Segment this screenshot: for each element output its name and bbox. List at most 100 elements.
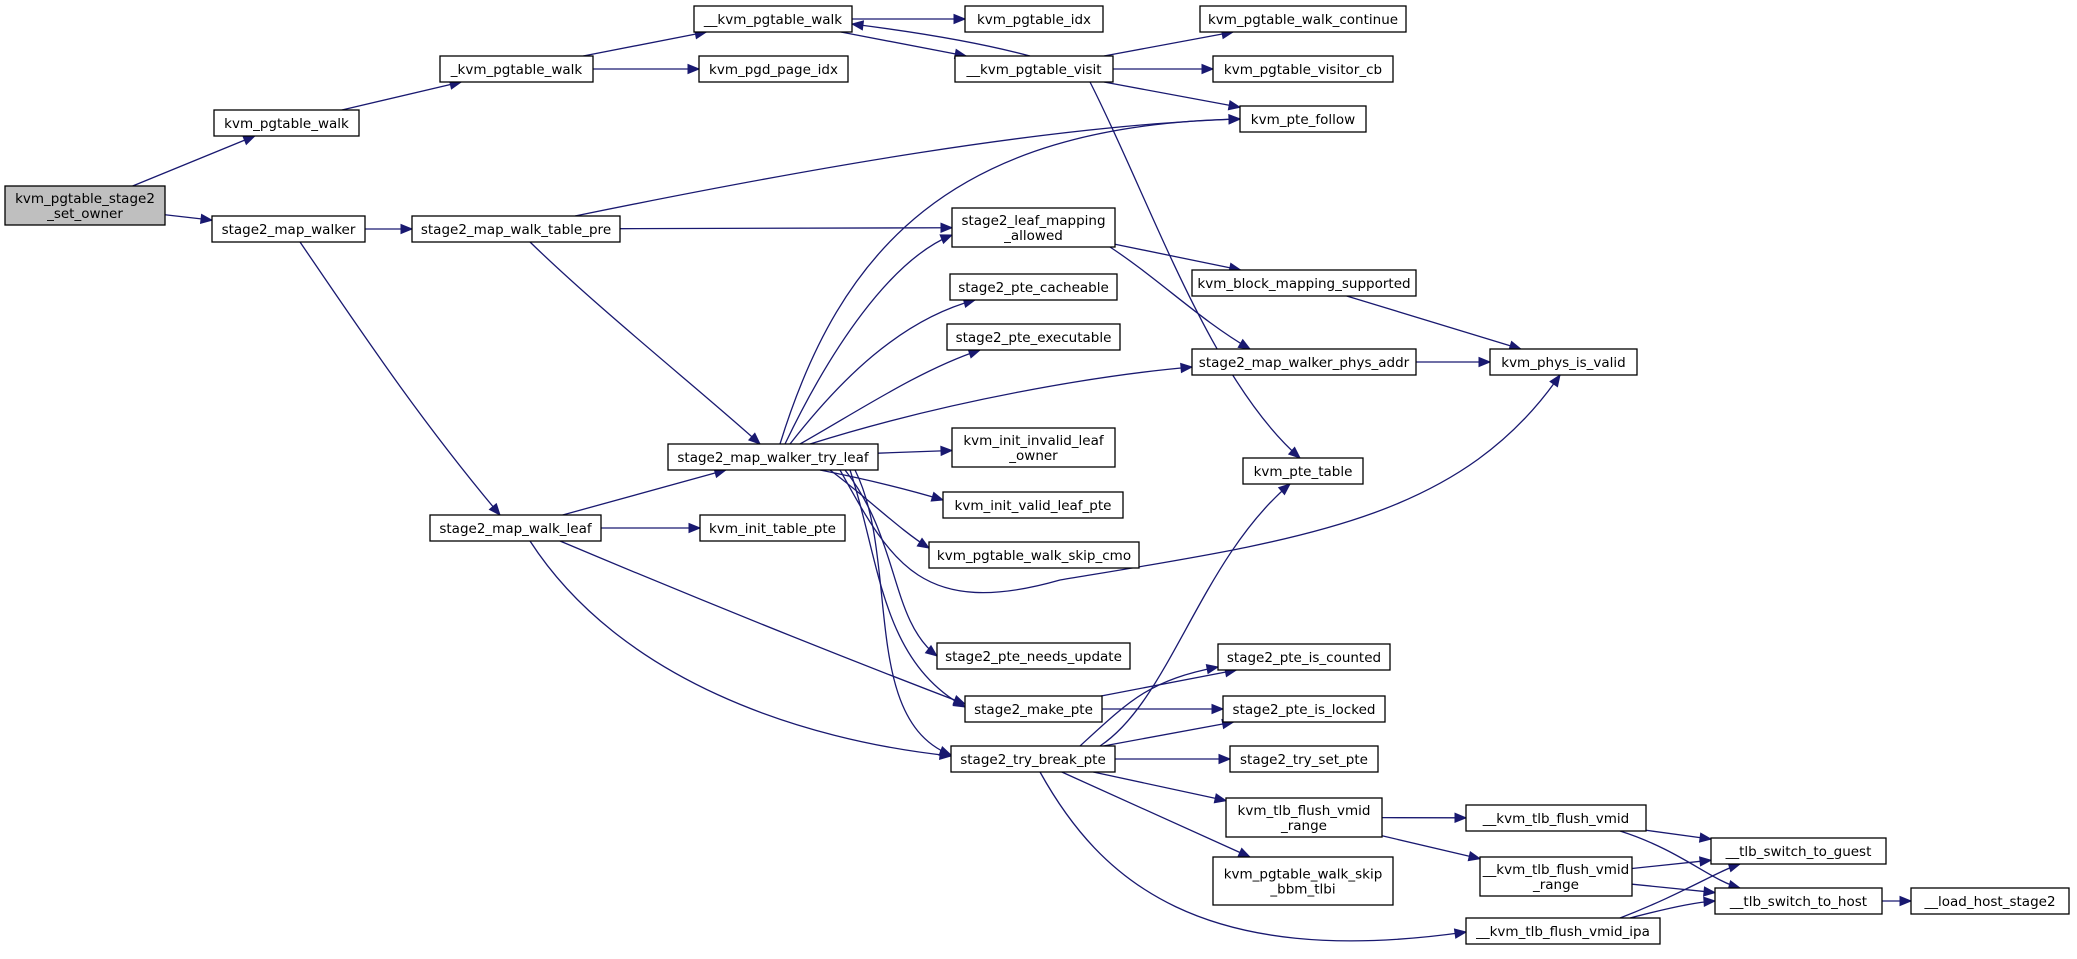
node-box [951, 427, 1116, 468]
node-kvm-pgtable-walk-skip-bbm-tlbi[interactable]: kvm_pgtable_walk_skip_bbm_tlbi [1212, 856, 1394, 906]
node-box [949, 273, 1118, 301]
edge-stage2_map_walk_leaf-to-stage2_map_walker_try_leaf [562, 468, 728, 516]
edge-stage2_try_break_pte-to-stage2_try_set_pte [1115, 753, 1232, 765]
edge-__kvm_pgtable_visit-to-kvm_pte_table [1089, 81, 1301, 459]
edge-arrowhead [1277, 483, 1292, 496]
node-stage2-map-walk-table-pre[interactable]: stage2_map_walk_table_pre [411, 215, 621, 243]
node-stage2-pte-needs-update[interactable]: stage2_pte_needs_update [936, 642, 1131, 670]
node-box [699, 514, 846, 542]
node-tlb-switch-to-host[interactable]: __tlb_switch_to_host [1714, 887, 1883, 915]
edge-_kvm_pgtable_walk-to-__kvm_pgtable_walk [583, 29, 708, 57]
node-kvm-tlb-flush-vmid-range[interactable]: kvm_tlb_flush_vmid_range [1225, 797, 1383, 838]
node-stage2-try-set-pte[interactable]: stage2_try_set_pte [1229, 745, 1379, 773]
node-kvm-pgtable-visitor-cb[interactable]: kvm_pgtable_visitor_cb [1212, 55, 1394, 83]
node-box [1710, 837, 1887, 865]
edge-arrowhead [1227, 100, 1242, 111]
node-kvm-init-invalid-leaf-owner[interactable]: kvm_init_invalid_leaf_owner [951, 427, 1116, 468]
node-label: _set_owner [46, 206, 123, 222]
edge-line [784, 234, 953, 445]
node-stage2-pte-is-locked[interactable]: stage2_pte_is_locked [1222, 695, 1386, 723]
node-kvm-init-valid-leaf-pte[interactable]: kvm_init_valid_leaf_pte [942, 491, 1124, 519]
edge-line [529, 241, 761, 445]
node-box [698, 55, 849, 83]
node-tlb-switch-to-guest[interactable]: __tlb_switch_to_guest [1710, 837, 1887, 865]
node-kvm-pgtable-walk[interactable]: __kvm_pgtable_walk [693, 5, 853, 33]
node-load-host-stage2[interactable]: __load_host_stage2 [1910, 887, 2070, 915]
node-box [1212, 856, 1394, 906]
edge-__kvm_pgtable_walk-to-__kvm_pgtable_visit [840, 31, 968, 59]
node-kvm-pgtable-visit[interactable]: __kvm_pgtable_visit [954, 55, 1114, 83]
node-stage2-map-walk-leaf[interactable]: stage2_map_walk_leaf [429, 514, 602, 542]
edge-arrowhead [924, 644, 939, 657]
call-graph-edges [132, 13, 1913, 942]
node-stage2-try-break-pte[interactable]: stage2_try_break_pte [950, 745, 1116, 773]
edge-stage2_try_break_pte-to-__kvm_tlb_flush_vmid_ipa [1039, 771, 1468, 942]
node-stage2-pte-is-counted[interactable]: stage2_pte_is_counted [1217, 643, 1391, 671]
node-kvm-block-mapping-supported[interactable]: kvm_block_mapping_supported [1191, 269, 1417, 297]
node-stage2-pte-cacheable[interactable]: stage2_pte_cacheable [949, 273, 1118, 301]
edge-arrowhead [242, 135, 256, 146]
node-box [950, 745, 1116, 773]
node-kvm-pgd-page-idx[interactable]: kvm_pgd_page_idx [698, 55, 849, 83]
node-kvm-pgtable-idx[interactable]: kvm_pgtable_idx [964, 5, 1104, 33]
edge-stage2_map_walker_try_leaf-to-kvm_pgtable_walk_skip_cmo [829, 469, 931, 549]
node-box [1212, 55, 1394, 83]
node-label: stage2_make_pte [974, 702, 1093, 718]
node-label: kvm_tlb_flush_vmid [1238, 803, 1371, 819]
node-kvm-pgtable-walk-continue[interactable]: kvm_pgtable_walk_continue [1199, 5, 1407, 33]
node-stage2-make-pte[interactable]: stage2_make_pte [964, 695, 1103, 723]
node-box [4, 185, 166, 226]
edge-stage2_map_walker_try_leaf-to-kvm_init_valid_leaf_pte [819, 469, 945, 502]
node-box [1191, 269, 1417, 297]
edge-arrowhead [939, 234, 954, 245]
node-kvm-pte-follow[interactable]: kvm_pte_follow [1239, 105, 1367, 133]
edge-stage2_map_walker_try_leaf-to-stage2_map_walker_phys_addr [809, 362, 1194, 445]
edge-arrowhead [1218, 753, 1232, 765]
node-root[interactable]: kvm_pgtable_stage2_set_owner [4, 185, 166, 226]
edge-__kvm_tlb_flush_vmid-to-__tlb_switch_to_guest [1645, 829, 1713, 843]
node-label: kvm_init_table_pte [709, 521, 836, 537]
node-kvm-phys-is-valid[interactable]: kvm_phys_is_valid [1489, 348, 1638, 376]
node-stage2-pte-executable[interactable]: stage2_pte_executable [946, 323, 1121, 351]
edge-line [1099, 483, 1291, 747]
node-label: _allowed [1003, 228, 1063, 244]
edge-arrowhead [1180, 362, 1194, 374]
edge-line [1101, 669, 1237, 697]
node-box [951, 207, 1116, 248]
node-label: __kvm_pgtable_visit [965, 62, 1101, 78]
edge-stage2_map_walker_try_leaf-to-kvm_pte_follow [779, 113, 1242, 445]
node-stage2-leaf-mapping-allowed[interactable]: stage2_leaf_mapping_allowed [951, 207, 1116, 248]
edge-stage2_make_pte-to-stage2_pte_is_locked [1102, 703, 1225, 715]
node-kvm-tlb-flush-vmid-ipa[interactable]: __kvm_tlb_flush_vmid_ipa [1465, 917, 1661, 945]
edge-arrowhead [1703, 896, 1717, 907]
node-kvm-pgtable-walk[interactable]: _kvm_pgtable_walk [439, 55, 594, 83]
edge-arrowhead [1201, 63, 1215, 75]
node-box [1229, 745, 1379, 773]
node-box [964, 5, 1104, 33]
node-kvm-tlb-flush-vmid-range[interactable]: __kvm_tlb_flush_vmid_range [1479, 856, 1633, 897]
node-label: kvm_phys_is_valid [1501, 355, 1625, 371]
edge-stage2_map_walker_try_leaf-to-kvm_init_invalid_leaf_owner [877, 445, 954, 457]
edge-line [1114, 243, 1241, 271]
node-kvm-pgtable-walk[interactable]: kvm_pgtable_walk [213, 109, 360, 137]
edge-root-to-kvm_pgtable_walk [132, 135, 256, 187]
node-stage2-map-walker-try-leaf[interactable]: stage2_map_walker_try_leaf [667, 443, 879, 471]
call-graph-nodes: kvm_pgtable_stage2_set_owner kvm_pgtable_… [4, 5, 2070, 945]
edge-line [1109, 246, 1251, 350]
node-stage2-map-walker[interactable]: stage2_map_walker [211, 215, 366, 243]
edge-arrowhead [1549, 373, 1561, 388]
edge-line [844, 469, 938, 657]
node-kvm-pgtable-walk-skip-cmo[interactable]: kvm_pgtable_walk_skip_cmo [928, 541, 1140, 569]
edge-stage2_map_walker-to-stage2_map_walk_leaf [299, 241, 501, 517]
node-label: stage2_map_walker_phys_addr [1199, 355, 1410, 371]
node-box [1222, 695, 1386, 723]
node-kvm-pte-table[interactable]: kvm_pte_table [1242, 457, 1364, 485]
node-box [667, 443, 879, 471]
node-label: __kvm_tlb_flush_vmid_ipa [1475, 924, 1650, 940]
edge-arrowhead [1703, 886, 1717, 897]
edge-arrowhead [1211, 703, 1225, 715]
node-stage2-map-walker-phys-addr[interactable]: stage2_map_walker_phys_addr [1191, 348, 1417, 376]
node-kvm-init-table-pte[interactable]: kvm_init_table_pte [699, 514, 846, 542]
edge-stage2_map_walk_table_pre-to-stage2_leaf_mapping_allowed [619, 222, 954, 234]
node-kvm-tlb-flush-vmid[interactable]: __kvm_tlb_flush_vmid [1465, 804, 1647, 832]
